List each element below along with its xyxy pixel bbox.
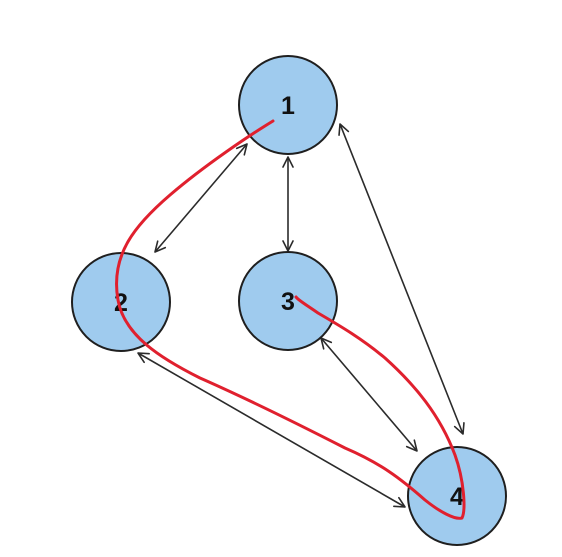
node-1-circle: [238, 55, 338, 155]
nodes: 1 2 3 4: [71, 55, 507, 546]
node-4-circle: [407, 446, 507, 546]
node-2[interactable]: 2: [71, 252, 171, 352]
highlighted-path-stroke: [115, 119, 466, 520]
node-4-label: 4: [450, 483, 464, 511]
node-4[interactable]: 4: [407, 446, 507, 546]
node-1-label: 1: [281, 92, 295, 120]
node-3-circle: [238, 251, 338, 351]
edge-1-2: [154, 143, 248, 253]
node-3[interactable]: 3: [238, 251, 338, 351]
edge-3-4: [320, 337, 418, 452]
edge-2-4: [137, 352, 406, 508]
edge-1-4: [338, 123, 465, 435]
edges: [137, 123, 465, 508]
node-3-label: 3: [281, 288, 295, 316]
node-1[interactable]: 1: [238, 55, 338, 155]
